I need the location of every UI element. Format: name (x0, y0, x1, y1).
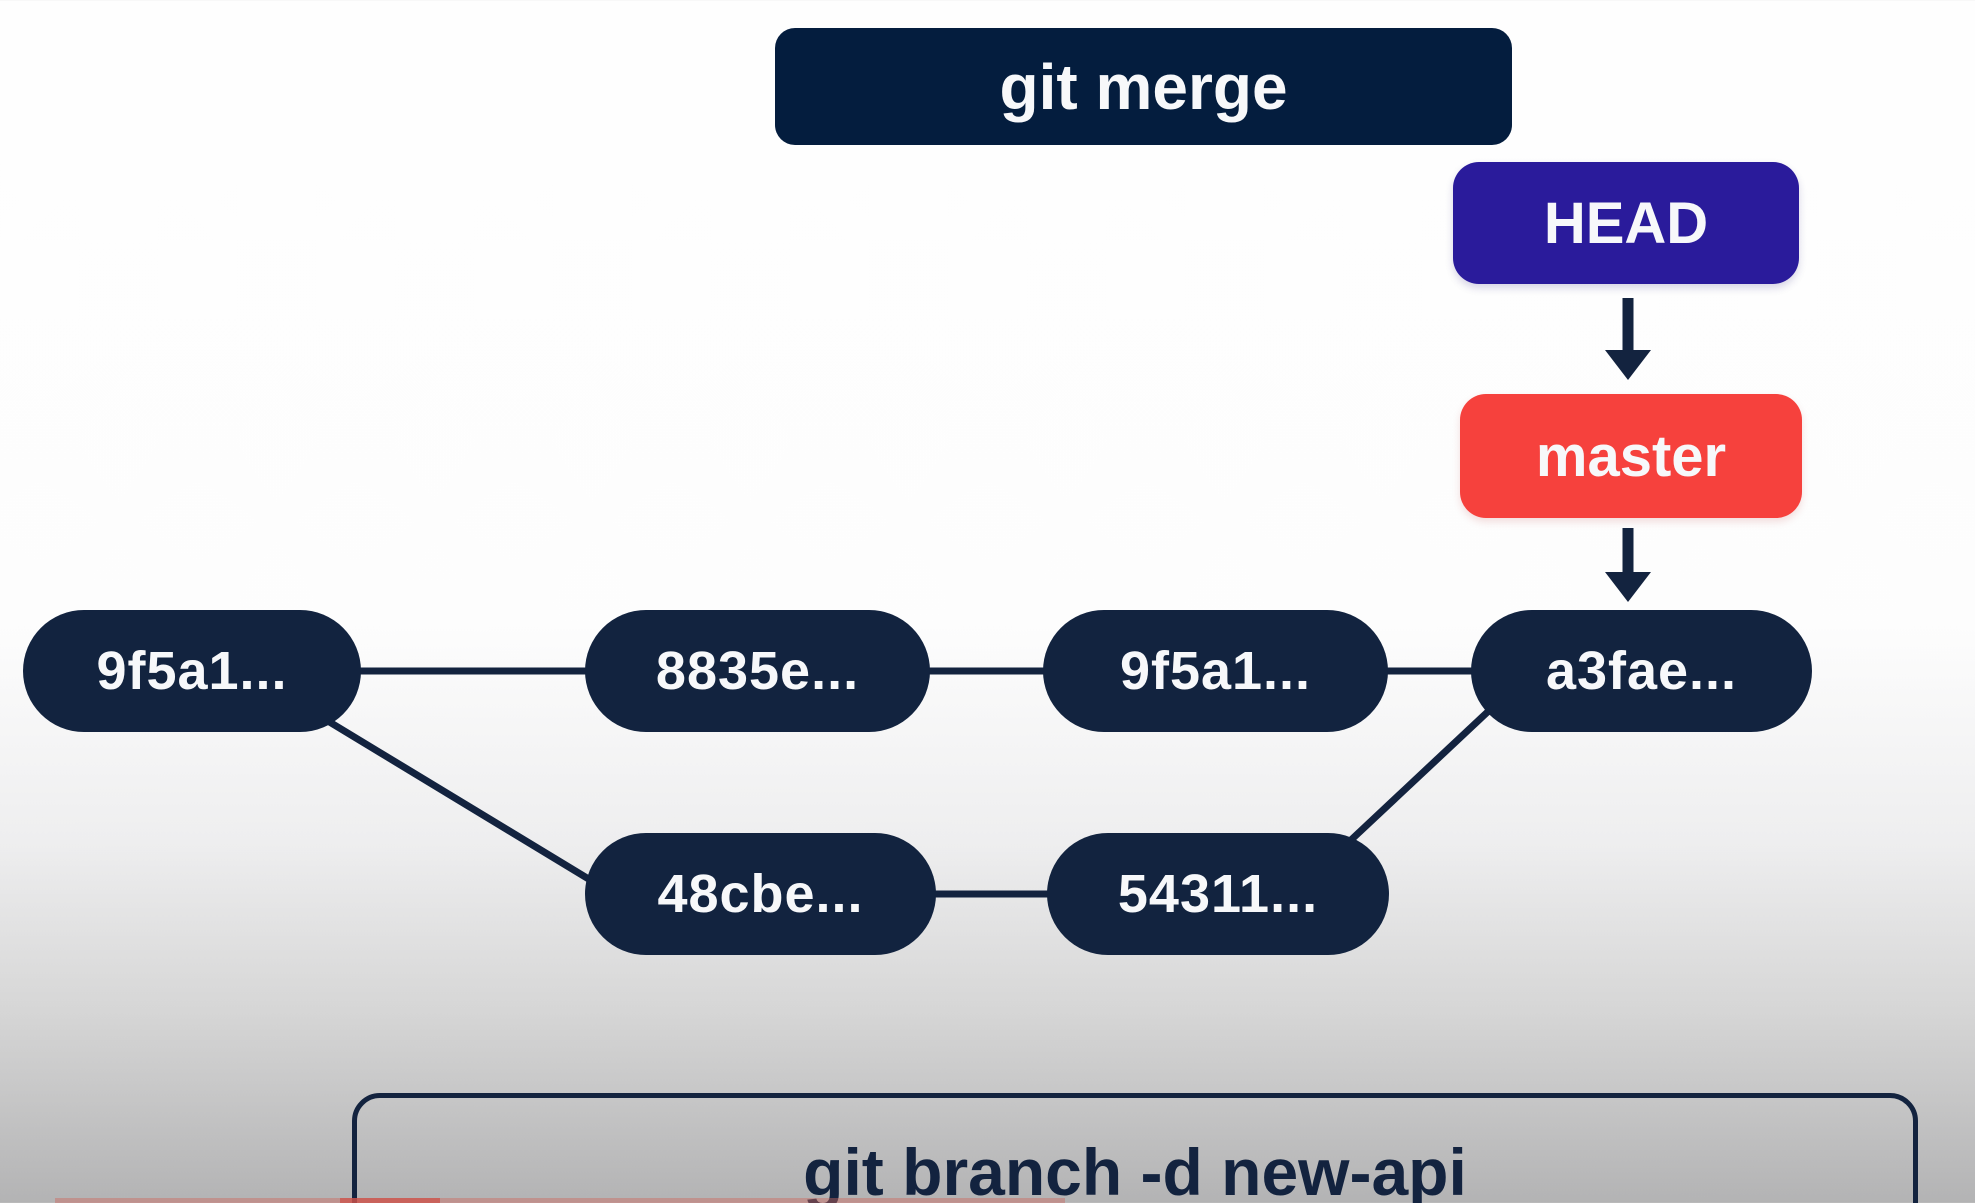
git-merge-title-label: git merge (999, 50, 1288, 123)
commit-node-feature-1: 48cbe... (585, 833, 936, 955)
git-branch-delete-command-box: git branch -d new-api (352, 1093, 1918, 1203)
git-merge-title-badge: git merge (775, 28, 1512, 145)
bottom-edge-artifact (55, 1198, 1065, 1203)
head-badge-label: HEAD (1543, 190, 1709, 256)
arrow-stem (1622, 528, 1634, 572)
commit-hash: 9f5a1... (1119, 641, 1312, 701)
head-to-master-arrow-icon (1605, 298, 1651, 384)
master-branch-label: master (1535, 423, 1727, 489)
arrow-head (1605, 350, 1651, 380)
arrow-stem (1622, 298, 1634, 350)
arrow-head (1605, 572, 1651, 602)
head-badge: HEAD (1453, 162, 1799, 284)
bottom-edge-artifact-strong (340, 1198, 440, 1203)
commit-node-feature-2: 54311... (1047, 833, 1389, 955)
commit-hash: a3fae... (1545, 641, 1738, 701)
commit-hash: 54311... (1117, 864, 1319, 924)
commit-node-main-2: 8835e... (585, 610, 930, 732)
link-branch-out (283, 692, 617, 898)
commit-node-main-1: 9f5a1... (23, 610, 361, 732)
commit-hash: 48cbe... (657, 864, 864, 924)
commit-node-main-3: 9f5a1... (1043, 610, 1388, 732)
commit-hash: 9f5a1... (96, 641, 288, 701)
git-branch-delete-command-label: git branch -d new-api (803, 1135, 1467, 1203)
master-branch-badge: master (1460, 394, 1802, 518)
master-to-commit-arrow-icon (1605, 528, 1651, 604)
commit-node-merge: a3fae... (1471, 610, 1812, 732)
link-feature-merge-in (1332, 702, 1498, 858)
commit-hash: 8835e... (655, 641, 860, 701)
